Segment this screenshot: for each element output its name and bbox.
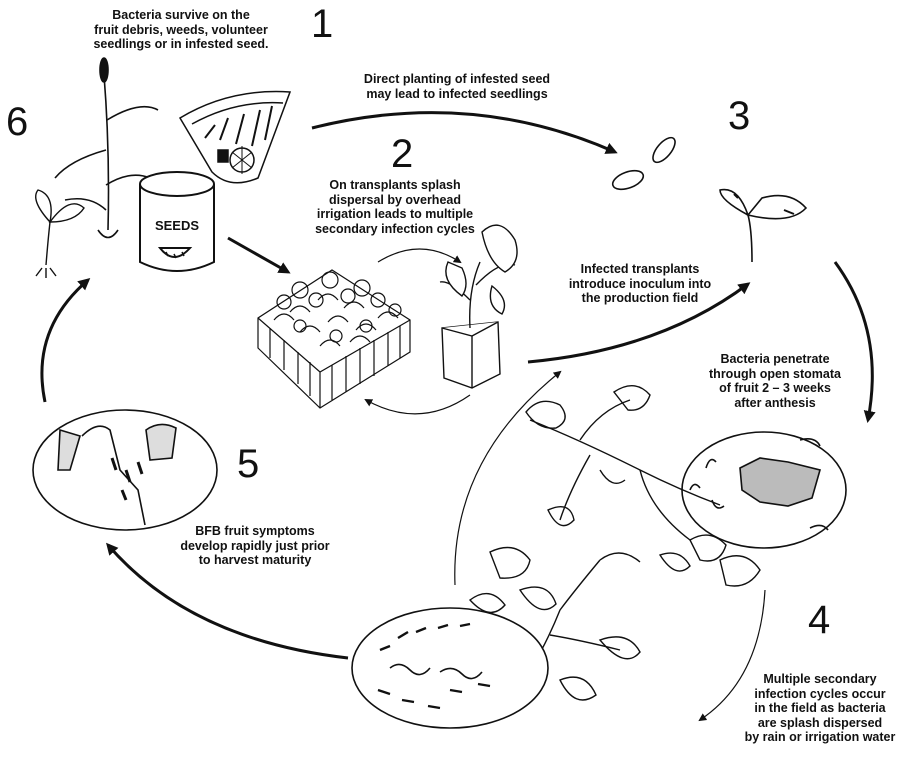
arrow-field-cycle-left: [454, 370, 562, 586]
arrow-seedling-to-fruit: [833, 261, 876, 423]
arrow-seed-to-seedling: [311, 111, 618, 154]
stage-3-caption: Direct planting of infested seed may lea…: [363, 72, 551, 101]
infected-fruit-symptoms: [32, 409, 218, 531]
watermelon-fruit-field: [351, 607, 549, 729]
infected-seedling: [719, 188, 808, 263]
arrow-seeds-to-tray: [227, 236, 291, 274]
penetration-caption: Bacteria penetrate through open stomata …: [709, 352, 841, 410]
potted-transplant: [439, 224, 518, 389]
transplant-caption: Infected transplants introduce inoculum …: [568, 262, 712, 305]
stage-number-6: 6: [6, 100, 29, 144]
arrow-tray-cycle-bottom: [364, 394, 471, 415]
seed-can: [139, 171, 215, 272]
arrow-tray-cycle-top: [377, 248, 462, 264]
infected-fruit-in-field: [681, 431, 847, 549]
stage-number-3: 3: [728, 94, 751, 138]
stage-1-caption: Bacteria survive on the fruit debris, we…: [93, 8, 269, 51]
arrow-field-to-symptoms: [106, 542, 349, 660]
arrow-symptoms-to-survival: [40, 278, 91, 403]
volunteer-seedling: [35, 189, 85, 278]
watermelon-vine-upper: [525, 385, 761, 587]
stage-4-caption: Multiple secondary infection cycles occu…: [744, 672, 896, 744]
watermelon-vine-lower: [468, 546, 641, 701]
arrow-field-cycle-right: [698, 589, 766, 722]
stage-5-caption: BFB fruit symptoms develop rapidly just …: [180, 524, 330, 567]
stage-number-1: 1: [311, 2, 334, 46]
stage-2-caption: On transplants splash dispersal by overh…: [315, 178, 475, 236]
seed-can-label: SEEDS: [155, 218, 199, 233]
planted-seeds: [611, 136, 676, 191]
stage-number-2: 2: [391, 132, 414, 176]
fruit-debris-slice: [178, 90, 292, 184]
stage-number-4: 4: [808, 598, 831, 642]
stage-number-5: 5: [237, 442, 260, 486]
transplant-tray: [257, 269, 411, 409]
arrow-transplant-to-field: [527, 282, 751, 364]
